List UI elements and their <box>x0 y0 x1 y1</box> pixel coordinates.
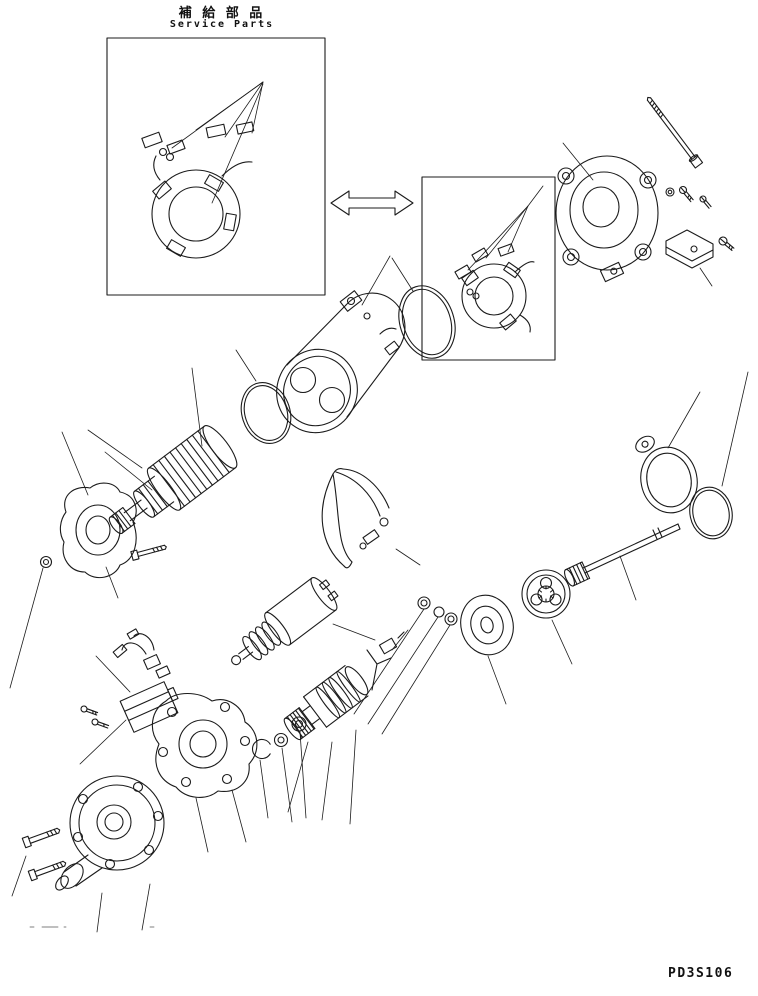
washer-small <box>39 555 53 569</box>
title-english: Service Parts <box>169 19 275 30</box>
lever-bracket <box>366 631 405 691</box>
bracket-screws <box>665 185 712 209</box>
field-frame-oring <box>398 285 456 359</box>
field-frame <box>276 290 406 434</box>
roller-clutch <box>521 569 571 619</box>
detail-box-left <box>106 37 326 296</box>
rear-bracket <box>555 155 659 283</box>
brush-holder-detail-a <box>141 81 264 259</box>
drawing-number: PD3S106 <box>668 966 734 981</box>
solenoid-plunger <box>231 577 339 666</box>
through-bolt <box>646 96 704 169</box>
center-bracket <box>151 692 258 798</box>
armature-oring <box>240 382 292 444</box>
mounting-bolts <box>21 827 67 882</box>
bracket-bolt <box>130 544 167 561</box>
leader-lines <box>9 142 749 933</box>
switch-screws <box>80 705 110 729</box>
brush-holder-detail-b <box>454 185 544 333</box>
nose-housing <box>55 775 165 891</box>
pivot-washers <box>417 596 458 626</box>
interchange-arrow <box>330 190 414 216</box>
overrunning-clutch <box>283 665 369 741</box>
pinion-stop-set <box>251 716 307 760</box>
shift-lever <box>321 468 390 569</box>
cover-screw <box>718 236 735 252</box>
front-bracket <box>59 482 137 579</box>
dust-cover-cap <box>635 435 698 514</box>
detail-box-right <box>421 176 556 361</box>
brush-cover-plate <box>665 229 714 269</box>
cap-oring <box>689 486 733 540</box>
spring-retainer <box>460 594 514 656</box>
armature <box>108 425 238 535</box>
pinion-shaft <box>563 523 681 587</box>
title-japanese: 補 給 部 品 <box>178 6 266 21</box>
